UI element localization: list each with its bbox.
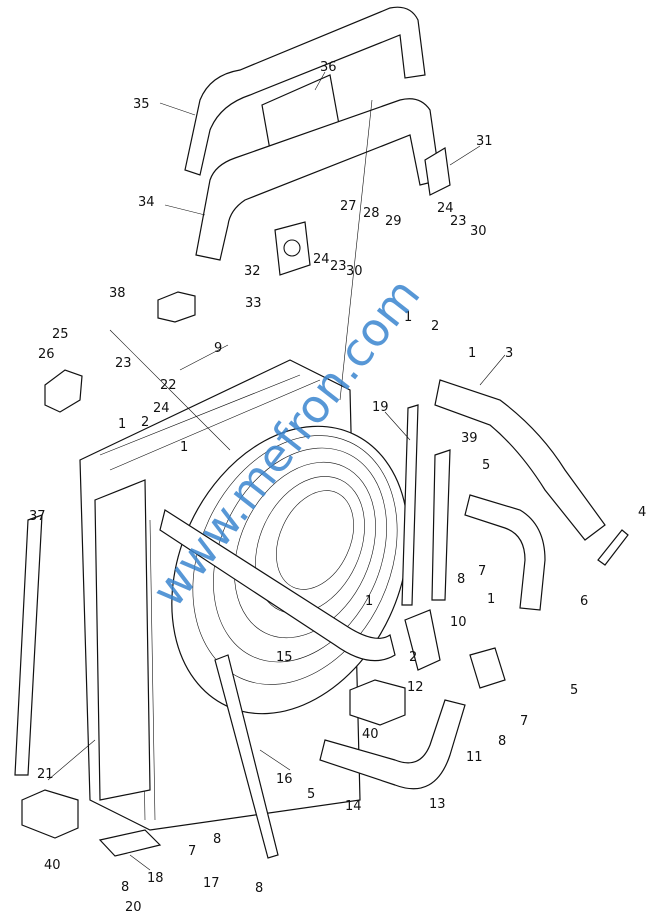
callout: 5 bbox=[307, 787, 315, 802]
callout: 7 bbox=[478, 564, 486, 579]
callout: 27 bbox=[340, 199, 357, 214]
block-40b bbox=[21, 789, 79, 839]
callout: 2 bbox=[409, 650, 417, 665]
callout: 1 bbox=[487, 592, 495, 607]
strip-39 bbox=[431, 449, 451, 601]
leader-lines bbox=[47, 71, 506, 871]
callout: 15 bbox=[276, 650, 293, 665]
callout: 7 bbox=[188, 844, 196, 859]
bar-16 bbox=[214, 654, 279, 859]
callout: 37 bbox=[29, 509, 46, 524]
callout: 9 bbox=[214, 341, 222, 356]
hose-6 bbox=[464, 494, 546, 611]
bracket-31 bbox=[424, 147, 451, 196]
pipe-15 bbox=[159, 509, 396, 662]
callout: 28 bbox=[363, 206, 380, 221]
strip-37 bbox=[14, 514, 43, 776]
callout: 30 bbox=[470, 224, 487, 239]
callout: 22 bbox=[160, 378, 177, 393]
callout: 1 bbox=[118, 417, 126, 432]
block-38 bbox=[157, 291, 196, 323]
callout: 24 bbox=[153, 401, 170, 416]
hose-1b bbox=[469, 647, 506, 689]
callout: 2 bbox=[431, 319, 439, 334]
plate-33 bbox=[274, 221, 311, 276]
callout: 24 bbox=[437, 201, 454, 216]
callout: 5 bbox=[570, 683, 578, 698]
part-26 bbox=[44, 369, 83, 413]
callout: 1 bbox=[365, 594, 373, 609]
callout: 2 bbox=[141, 415, 149, 430]
callout: 8 bbox=[213, 832, 221, 847]
callout: 32 bbox=[244, 264, 261, 279]
callout: 6 bbox=[580, 594, 588, 609]
hose-13 bbox=[319, 699, 466, 790]
callout: 23 bbox=[450, 214, 467, 229]
callout: 20 bbox=[125, 900, 142, 915]
callout: 40 bbox=[44, 858, 61, 873]
callout: 34 bbox=[138, 195, 155, 210]
callout: 8 bbox=[457, 572, 465, 587]
callout: 13 bbox=[429, 797, 446, 812]
callout: 23 bbox=[330, 259, 347, 274]
strip-19 bbox=[401, 404, 419, 606]
callout: 40 bbox=[362, 727, 379, 742]
callout: 19 bbox=[372, 400, 389, 415]
callout: 8 bbox=[498, 734, 506, 749]
part-10 bbox=[404, 609, 441, 671]
callout: 31 bbox=[476, 134, 493, 149]
callout: 18 bbox=[147, 871, 164, 886]
hose-3 bbox=[434, 379, 606, 541]
callout: 24 bbox=[313, 252, 330, 267]
guard-35 bbox=[184, 6, 426, 176]
callout: 1 bbox=[404, 310, 412, 325]
callout: 8 bbox=[121, 880, 129, 895]
callout: 36 bbox=[320, 60, 337, 75]
side-column-21 bbox=[94, 479, 151, 801]
callout: 21 bbox=[37, 767, 54, 782]
callout: 16 bbox=[276, 772, 293, 787]
callout: 1 bbox=[180, 440, 188, 455]
callout: 8 bbox=[255, 881, 263, 896]
callout: 38 bbox=[109, 286, 126, 301]
fan-fins bbox=[192, 435, 398, 685]
callout: 33 bbox=[245, 296, 262, 311]
callout: 4 bbox=[638, 505, 646, 520]
callout: 7 bbox=[520, 714, 528, 729]
callout: 29 bbox=[385, 214, 402, 229]
callout: 39 bbox=[461, 431, 478, 446]
callout: 17 bbox=[203, 876, 220, 891]
callout: 26 bbox=[38, 347, 55, 362]
callout: 5 bbox=[482, 458, 490, 473]
callout: 3 bbox=[505, 346, 513, 361]
callout: 35 bbox=[133, 97, 150, 112]
callout: 25 bbox=[52, 327, 69, 342]
callout: 10 bbox=[450, 615, 467, 630]
callout: 30 bbox=[346, 264, 363, 279]
block-40a bbox=[349, 679, 406, 726]
frame-34 bbox=[195, 98, 441, 261]
callout: 11 bbox=[466, 750, 483, 765]
foot-18 bbox=[98, 829, 162, 857]
callout: 12 bbox=[407, 680, 424, 695]
callout: 23 bbox=[115, 356, 132, 371]
part-4 bbox=[597, 529, 629, 566]
callout: 14 bbox=[345, 799, 362, 814]
callout: 1 bbox=[468, 346, 476, 361]
